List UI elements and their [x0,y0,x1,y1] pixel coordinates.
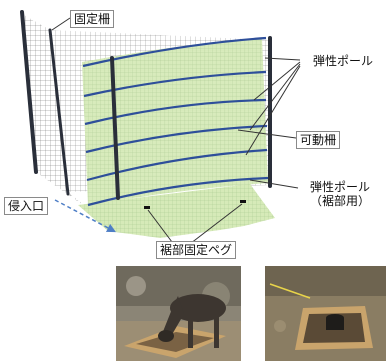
label-movable-fence: 可動柵 [296,131,341,149]
photo-feed-box [265,266,386,361]
pole-left-front [20,10,38,174]
ground-hem-area [78,184,275,238]
deer-eating-photo-icon [116,266,241,361]
fence-poles [20,10,272,200]
hem-pegs [144,200,246,209]
pole-left-rear [48,28,70,196]
wooden-feed-box-photo-icon [265,266,386,361]
label-hem-fixing-peg: 裾部固定ペグ [156,241,237,259]
fixed-fence-left-panel [22,14,90,210]
label-fixed-fence: 固定柵 [70,10,115,28]
label-elastic-pole: 弾性ポール [312,54,373,68]
entrance-arrow [54,199,116,233]
movable-fence-mesh [82,38,268,206]
elastic-pole-lines [82,36,269,207]
label-elastic-pole-hem-line1: 弾性ポール [309,180,370,194]
label-entrance: 侵入口 [4,197,49,215]
label-elastic-pole-hem-line2: （裾部用） [309,194,370,208]
label-elastic-pole-hem: 弾性ポール （裾部用） [298,180,382,208]
photo-deer-feeding [116,266,241,361]
pole-center [110,56,120,200]
